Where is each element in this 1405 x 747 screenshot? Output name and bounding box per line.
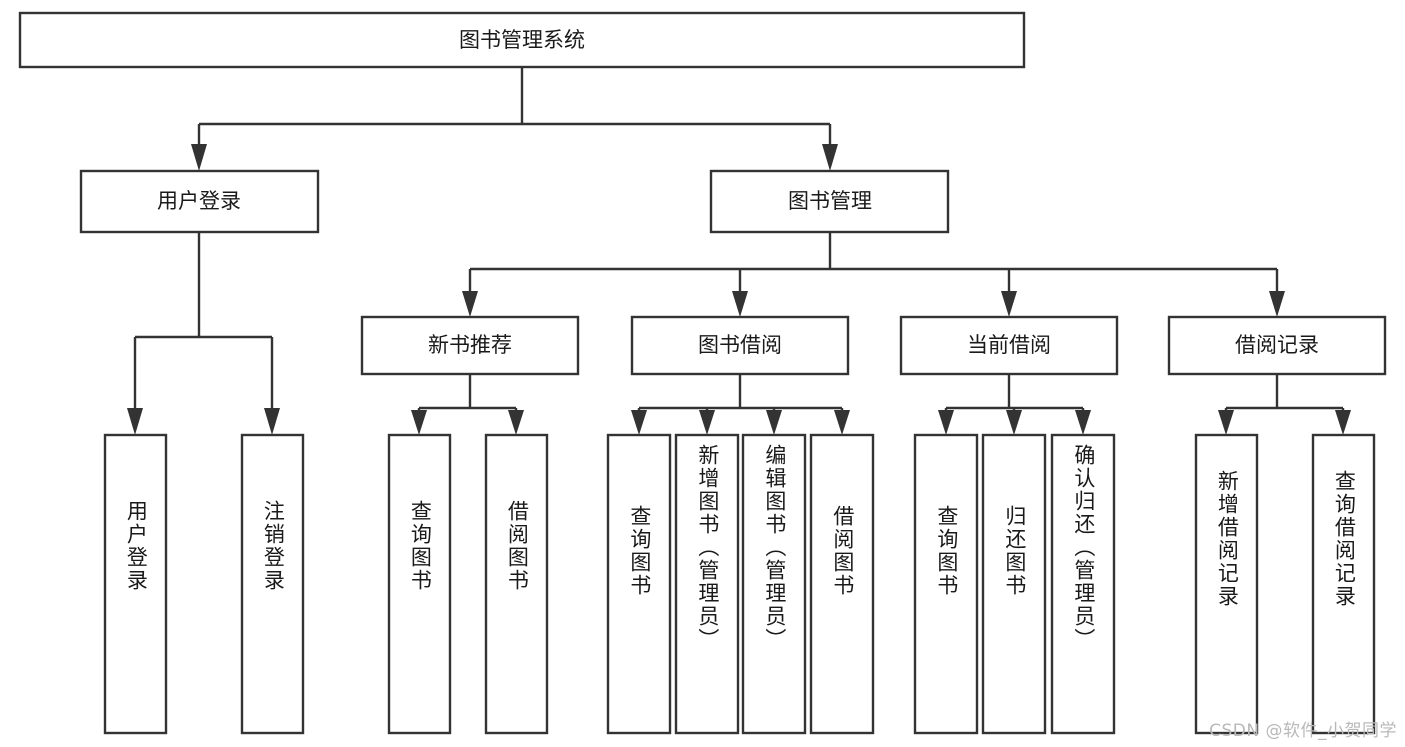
leaf-box-current-borrow-2[interactable] xyxy=(1050,433,1116,735)
leaf-box-borrow-record-1[interactable] xyxy=(1311,433,1376,735)
node-box xyxy=(1167,315,1387,376)
arrow-head-icon xyxy=(508,410,524,435)
arrow-head-icon xyxy=(1006,410,1022,435)
connector-user-login-to-leaves xyxy=(127,232,280,435)
leaf-box-current-borrow-1[interactable] xyxy=(981,433,1047,735)
node-new-book-recommend[interactable]: 新书推荐 xyxy=(360,315,580,376)
leaf-box-borrow-record-0[interactable] xyxy=(1194,433,1259,735)
node-box xyxy=(899,315,1119,376)
node-label: 图书管理 xyxy=(788,189,872,213)
arrow-head-icon xyxy=(462,291,478,317)
leaf-box-current-borrow-0[interactable] xyxy=(913,433,979,735)
node-label: 借阅记录 xyxy=(1235,333,1319,357)
arrow-head-icon xyxy=(411,410,427,435)
arrow-head-icon xyxy=(1075,410,1091,435)
leaf-box-book-borrow-3[interactable] xyxy=(809,433,875,735)
node-box xyxy=(18,11,1026,69)
leaf-box-new-book-1[interactable] xyxy=(484,433,549,735)
node-box xyxy=(79,169,320,234)
connector-current-borrow-to-leaves xyxy=(938,374,1091,435)
arrow-head-icon xyxy=(127,408,143,435)
node-label: 新书推荐 xyxy=(428,333,512,357)
arrow-head-icon xyxy=(766,410,782,435)
connector-new-book-to-leaves xyxy=(411,374,524,435)
leaf-box-book-borrow-1[interactable] xyxy=(674,433,740,735)
leaf-box-user-login-1[interactable] xyxy=(240,433,305,735)
leaf-box-user-login-0[interactable] xyxy=(103,433,168,735)
arrow-head-icon xyxy=(1218,410,1234,435)
node-box xyxy=(709,169,950,234)
node-current-borrow[interactable]: 当前借阅 xyxy=(899,315,1119,376)
leaf-box-book-borrow-0[interactable] xyxy=(606,433,672,735)
connector-borrow-record-to-leaves xyxy=(1218,374,1351,435)
connector-root-to-level2 xyxy=(191,67,838,171)
node-borrow-record[interactable]: 借阅记录 xyxy=(1167,315,1387,376)
arrow-head-icon xyxy=(1001,291,1017,317)
arrow-head-icon xyxy=(631,410,647,435)
node-label: 用户登录 xyxy=(157,189,241,213)
connector-book-borrow-to-leaves xyxy=(631,374,850,435)
arrow-head-icon xyxy=(732,291,748,317)
arrow-head-icon xyxy=(1269,291,1285,317)
arrow-head-icon xyxy=(822,144,838,171)
connector-book-mgmt-to-level3 xyxy=(462,232,1285,317)
leaf-box-book-borrow-2[interactable] xyxy=(741,433,807,735)
node-box xyxy=(360,315,580,376)
leaf-box-new-book-0[interactable] xyxy=(387,433,452,735)
arrow-head-icon xyxy=(699,410,715,435)
arrow-head-icon xyxy=(938,410,954,435)
csdn-watermark: CSDN @软件_小贺同学 xyxy=(1209,721,1397,741)
node-book-management[interactable]: 图书管理 xyxy=(709,169,950,234)
node-label: 图书借阅 xyxy=(698,333,782,357)
arrow-head-icon xyxy=(834,410,850,435)
node-label: 当前借阅 xyxy=(967,333,1051,357)
arrow-head-icon xyxy=(264,408,280,435)
arrow-head-icon xyxy=(191,144,207,171)
node-book-borrow[interactable]: 图书借阅 xyxy=(630,315,850,376)
node-root-book-management-system[interactable]: 图书管理系统 xyxy=(18,11,1026,69)
node-user-login[interactable]: 用户登录 xyxy=(79,169,320,234)
node-box xyxy=(630,315,850,376)
node-label: 图书管理系统 xyxy=(459,28,585,52)
arrow-head-icon xyxy=(1335,410,1351,435)
